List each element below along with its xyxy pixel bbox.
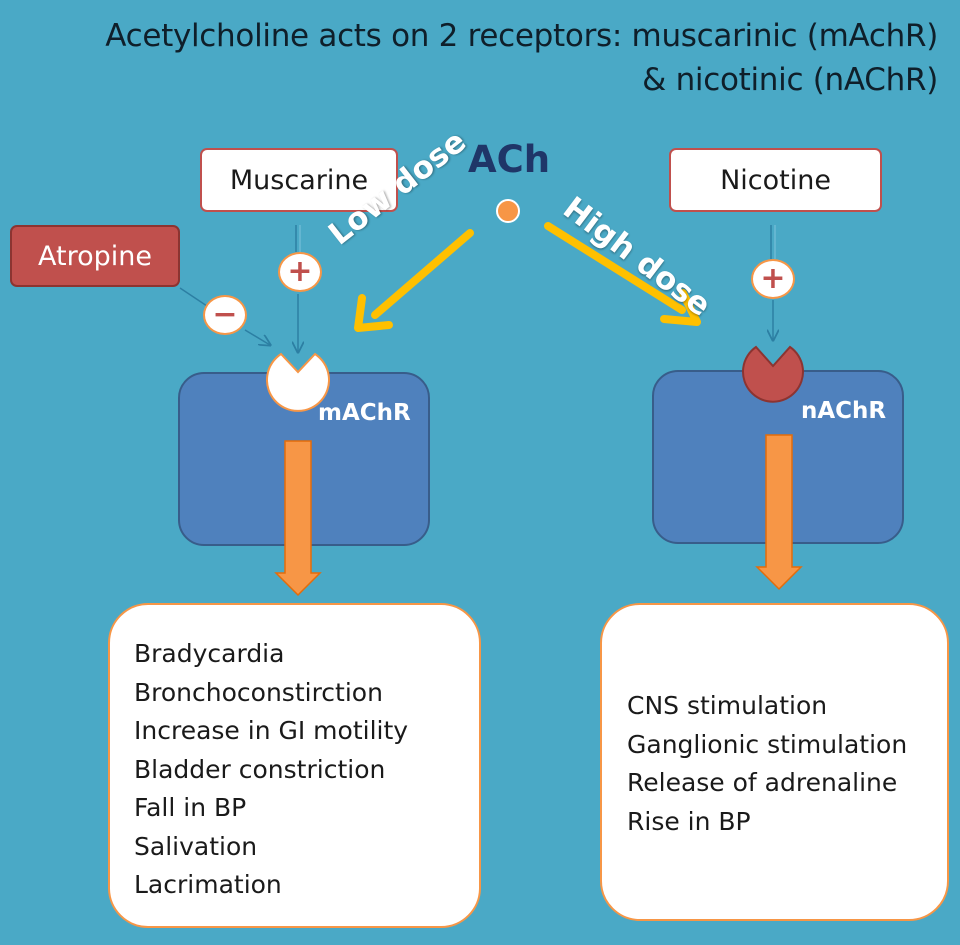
high-dose-arrow — [544, 222, 701, 326]
nachr-label: nAChR — [801, 398, 887, 424]
nicotine-label: Nicotine — [720, 164, 831, 196]
muscarine-label: Muscarine — [229, 164, 369, 196]
plus-sign: + — [287, 254, 313, 289]
ach-label: ACh — [468, 138, 551, 181]
title-line-1: Acetylcholine acts on 2 receptors: musca… — [105, 18, 938, 54]
nachr-binding-site-icon — [742, 345, 804, 403]
machr-label: mAChR — [318, 400, 411, 426]
muscarine-plus-icon: + — [278, 252, 322, 292]
muscarinic-signal-arrow — [274, 440, 322, 597]
nicotine-agonist-box: Nicotine — [669, 148, 882, 212]
effect-item: Bronchoconstirction — [134, 677, 383, 707]
effect-item: CNS stimulation — [627, 691, 828, 720]
atropine-minus-icon: − — [203, 295, 247, 335]
nicotinic-effects-list: CNS stimulation Ganglionic stimulation R… — [627, 687, 947, 841]
effect-item: Bradycardia — [134, 639, 285, 668]
muscarine-connector — [296, 225, 300, 352]
nicotine-plus-icon: + — [751, 259, 795, 299]
nicotine-connector — [771, 225, 775, 340]
muscarine-agonist-box: Muscarine — [200, 148, 398, 212]
title-line-2: & nicotinic (nAChR) — [642, 62, 938, 98]
effect-item: Increase in GI motility — [134, 716, 409, 745]
low-dose-arrow — [354, 229, 474, 332]
atropine-connector — [179, 287, 270, 345]
effect-item: Salivation — [134, 831, 258, 861]
nicotinic-signal-arrow — [755, 434, 803, 591]
page-title: Acetylcholine acts on 2 receptors: musca… — [0, 14, 938, 102]
machr-binding-site-icon — [266, 352, 330, 412]
muscarinic-effects-list: Bradycardia Bronchoconstirction Increase… — [134, 635, 479, 905]
atropine-label: Atropine — [38, 240, 152, 272]
effect-item: Lacrimation — [134, 870, 282, 899]
plus-sign: + — [760, 261, 786, 296]
effect-item: Release of adrenaline — [627, 768, 898, 797]
atropine-antagonist-box: Atropine — [10, 225, 180, 287]
nicotinic-effects-box: CNS stimulation Ganglionic stimulation R… — [600, 603, 949, 921]
effect-item: Fall in BP — [134, 793, 247, 822]
minus-sign: − — [212, 297, 238, 332]
effect-item: Bladder constriction — [134, 754, 386, 784]
ach-molecule-icon — [496, 199, 520, 223]
effect-item: Ganglionic stimulation — [627, 729, 908, 759]
muscarinic-effects-box: Bradycardia Bronchoconstirction Increase… — [108, 603, 481, 928]
effect-item: Rise in BP — [627, 806, 751, 836]
